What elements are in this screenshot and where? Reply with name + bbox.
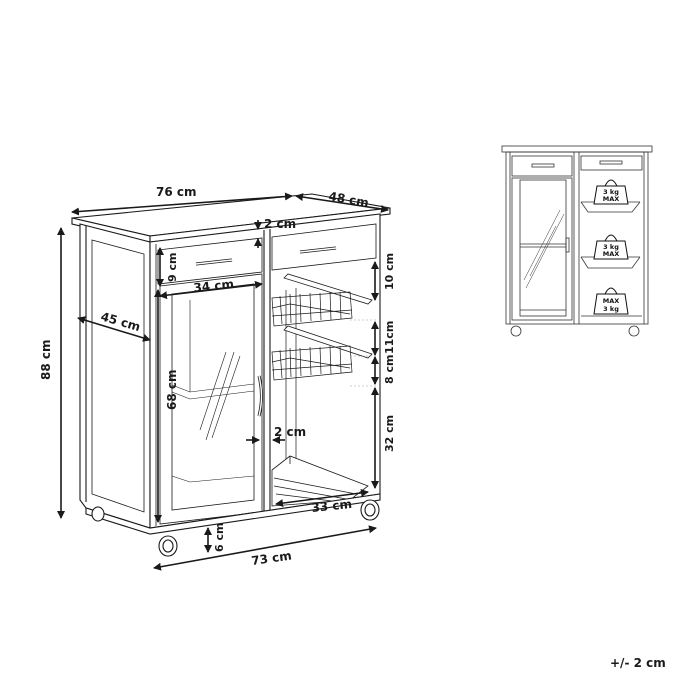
dimension-lines (57, 192, 389, 571)
weight-label: MAX (603, 195, 620, 203)
wire-basket-upper (271, 291, 353, 327)
weight-label: 3 kg (603, 243, 619, 251)
dim-basket-lower-gap: 8 cm (383, 355, 396, 384)
dim-depth-top: 48 cm (327, 189, 369, 210)
dim-basket-top-gap: 10 cm (383, 253, 396, 290)
dim-top-thickness: 2 cm (264, 217, 296, 231)
weight-icon (593, 234, 629, 260)
weight-label: 3 kg (603, 305, 619, 313)
dim-wheel-clearance: 6 cm (213, 523, 226, 552)
weight-label: 3 kg (603, 188, 619, 196)
guide-lines (350, 319, 378, 387)
weight-label: MAX (603, 250, 620, 258)
dim-width-top: 76 cm (156, 185, 197, 199)
weight-label: MAX (603, 297, 620, 305)
dim-gap-door: 2 cm (274, 425, 306, 439)
trolley-load-view (501, 145, 653, 337)
dim-bottom-shelf-width: 33 cm (311, 497, 353, 515)
tolerance-note: +/- 2 cm (610, 656, 666, 670)
dim-drawer-height: 9 cm (166, 253, 179, 282)
dim-height-total: 88 cm (39, 340, 53, 381)
dim-base-width: 73 cm (250, 548, 292, 568)
dim-door-height: 68 cm (165, 370, 179, 411)
dim-basket-spacing: 11cm (383, 321, 396, 354)
weight-icon (593, 179, 629, 205)
wire-basket-lower (271, 345, 353, 381)
dim-door-width: 34 cm (193, 277, 235, 295)
weight-icon (593, 287, 629, 315)
dim-bottom-section: 32 cm (383, 415, 396, 452)
